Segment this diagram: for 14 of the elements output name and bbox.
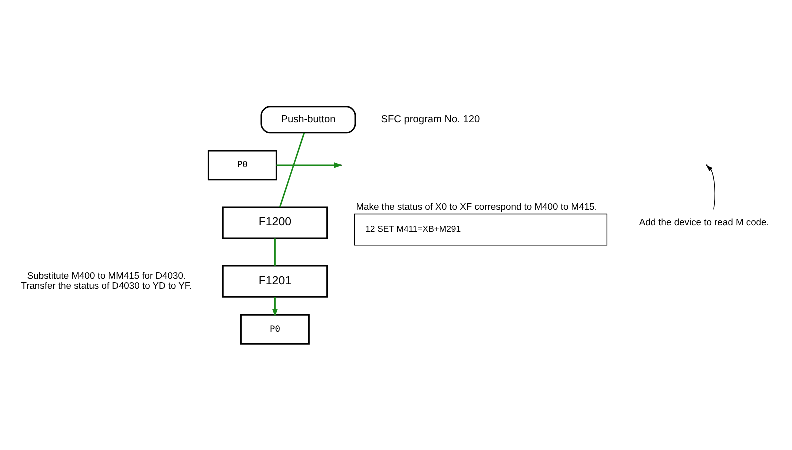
node-box: P0 — [240, 314, 310, 344]
node-label: Make the status of X0 to XF correspond to M400 to M415. — [356, 200, 598, 212]
connector — [274, 238, 276, 266]
node-box: Push-button — [260, 106, 356, 134]
node-text: Add the device to read M code. — [639, 216, 770, 227]
node-box: F1200 — [222, 206, 328, 239]
label: Substitute M400 to MM415 for D4030. Transfer the status of D4030 to YD to YF. — [21, 269, 192, 291]
node-label: SFC program No. 120 — [381, 114, 480, 126]
arrow — [272, 296, 278, 317]
arrow — [706, 164, 716, 210]
node-box: P0 — [208, 150, 278, 180]
node-box: 12 SET M411=XB+M291 — [354, 213, 608, 246]
node-box: F1201 — [222, 264, 328, 298]
connector — [279, 132, 306, 208]
